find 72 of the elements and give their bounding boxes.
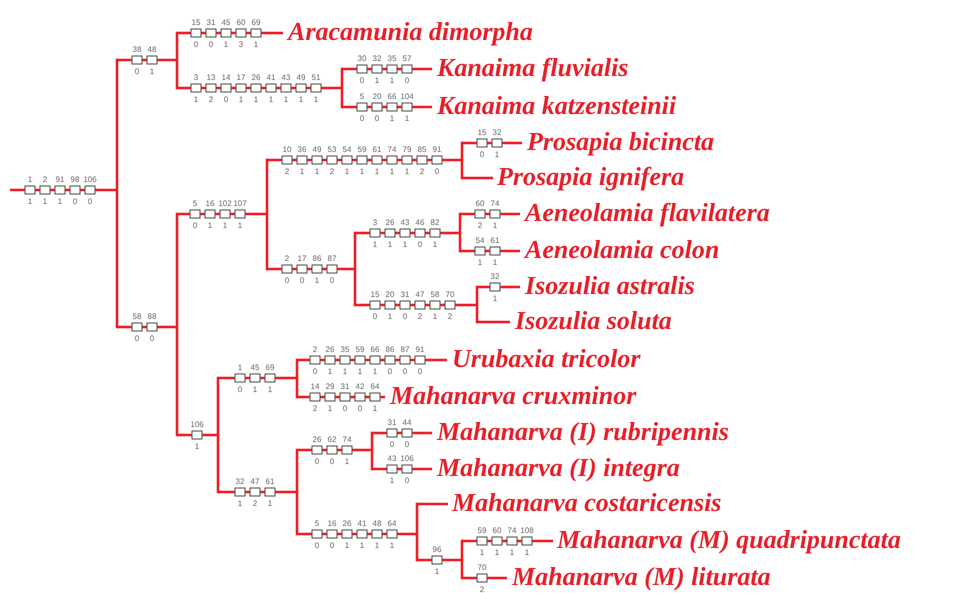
character-states: 1 (434, 567, 440, 576)
character-states: 0 0 1 1 1 1 (314, 541, 396, 550)
character-states: 2 1 1 2 1 1 1 1 1 2 0 (284, 167, 440, 176)
taxon-name: Mahanarva (I) integra (437, 453, 680, 483)
taxon-name: Mahanarva cruxminor (390, 381, 636, 411)
character-numbers: 1 2 91 98 106 (26, 175, 98, 184)
character-numbers: 26 62 74 (312, 435, 352, 444)
taxon-name: Isozulia soluta (515, 306, 672, 336)
taxon-name: Prosapia bicincta (527, 127, 714, 157)
character-states: 1 0 (388, 476, 410, 485)
character-states: 2 1 (476, 221, 498, 230)
character-numbers: 60 74 (474, 199, 500, 208)
character-states: 0 1 1 1 1 0 0 0 (312, 367, 424, 376)
character-states: 0 0 (134, 334, 156, 343)
taxon-name: Aracamunia dimorpha (288, 17, 533, 47)
character-states: 1 2 0 1 1 1 1 1 1 (192, 95, 320, 104)
character-numbers: 3 26 43 46 82 (372, 218, 440, 227)
taxon-name: Mahanarva (I) rubripennis (437, 417, 729, 447)
character-numbers: 31 44 (386, 418, 412, 427)
character-states: 1 2 1 (236, 499, 274, 508)
taxon-name: Mahanarva (M) liturata (512, 562, 771, 592)
taxon-name: Aeneolamia flavilatera (525, 198, 770, 228)
taxon-name: Kanaima katzensteinii (437, 91, 676, 121)
character-states: 0 1 (134, 67, 156, 76)
character-states: 1 1 1 0 0 (26, 197, 94, 206)
taxon-name: Isozulia astralis (525, 271, 695, 301)
taxon-name: Urubaxia tricolor (452, 344, 641, 374)
character-numbers: 15 31 45 60 69 (190, 18, 262, 27)
character-numbers: 58 88 (132, 312, 158, 321)
character-numbers: 5 16 26 41 48 64 (314, 519, 398, 528)
character-numbers: 54 61 (474, 236, 500, 245)
character-numbers: 5 20 66 104 (358, 92, 414, 101)
character-numbers: 15 32 (476, 128, 502, 137)
taxon-name: Prosapia ignifera (497, 162, 684, 192)
character-states: 1 1 1 0 1 (372, 240, 438, 249)
character-numbers: 5 16 102 107 (192, 199, 248, 208)
character-states: 1 1 (476, 258, 498, 267)
character-numbers: 15 20 31 47 58 70 (370, 290, 456, 299)
character-states: 0 0 (388, 440, 410, 449)
character-numbers: 59 60 74 108 (476, 526, 534, 535)
character-numbers: 70 (476, 563, 488, 572)
character-states: 1 1 1 1 (478, 548, 530, 557)
taxon-name: Mahanarva costaricensis (452, 488, 722, 518)
character-numbers: 30 32 35 57 (356, 54, 412, 63)
character-numbers: 96 (432, 545, 442, 554)
character-numbers: 106 (190, 420, 204, 429)
character-numbers: 2 17 86 87 (284, 254, 338, 263)
taxon-name: Mahanarva (M) quadripunctata (557, 525, 901, 555)
character-numbers: 14 29 31 42 64 (310, 382, 380, 391)
character-numbers: 32 47 61 (234, 477, 276, 486)
character-states: 0 0 1 (314, 457, 350, 466)
character-numbers: 3 13 14 17 26 41 43 49 51 (192, 73, 322, 82)
character-states: 0 1 1 1 (192, 221, 244, 230)
character-states: 0 1 1 0 (358, 76, 410, 85)
character-numbers: 38 48 (132, 45, 158, 54)
character-states: 1 (194, 442, 200, 451)
character-states: 0 1 (478, 150, 500, 159)
character-numbers: 10 36 49 53 54 59 61 74 79 85 91 (282, 145, 442, 154)
character-states: 0 1 1 (236, 385, 274, 394)
character-numbers: 1 45 69 (236, 363, 276, 372)
character-states: 0 0 1 3 1 (192, 40, 260, 49)
character-states: 2 1 0 0 1 (312, 404, 378, 413)
character-numbers: 43 106 (386, 454, 414, 463)
character-states: 0 0 1 1 (358, 114, 410, 123)
character-states: 1 (492, 294, 498, 303)
taxon-name: Kanaima fluvialis (437, 53, 628, 83)
taxon-name: Aeneolamia colon (525, 235, 720, 265)
character-numbers: 32 (490, 272, 500, 281)
character-states: 0 0 1 0 (284, 276, 336, 285)
character-states: 2 (478, 585, 486, 593)
character-numbers: 2 26 35 59 66 86 87 91 (312, 345, 426, 354)
character-states: 0 1 0 2 1 2 (372, 312, 454, 321)
